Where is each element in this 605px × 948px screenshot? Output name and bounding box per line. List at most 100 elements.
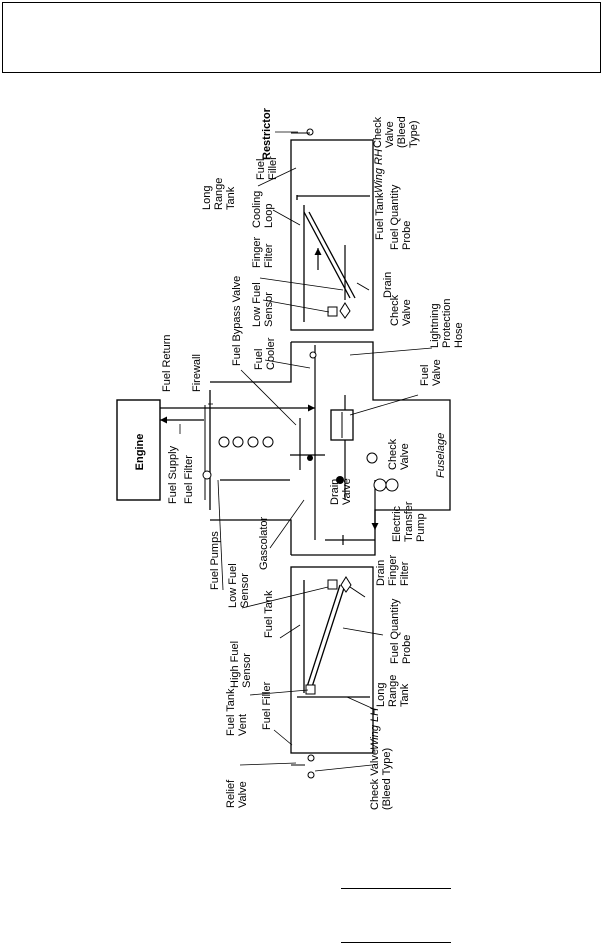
label-fuel-tank-rh: Fuel Tank — [374, 192, 386, 240]
svg-text:Filler: Filler — [267, 156, 279, 180]
wing-lh-title: Wing LH — [369, 708, 381, 750]
svg-text:Fuel: Fuel — [255, 159, 267, 180]
svg-text:Fuel: Fuel — [253, 349, 265, 370]
label-lightning-protection-hose: Lightning Protection Hose — [429, 298, 465, 348]
svg-text:Probe: Probe — [401, 635, 413, 664]
svg-text:Fuel Quantity: Fuel Quantity — [389, 184, 401, 250]
label-drain-rh: Drain — [382, 272, 394, 298]
svg-text:Valve: Valve — [341, 478, 353, 505]
label-high-fuel-sensor: High Fuel Sensor — [229, 641, 253, 688]
label-fuel-filler-rh: Fuel Filler — [255, 156, 279, 180]
label-check-valve-bleed-lh: Check Valve (Bleed Type) — [369, 748, 393, 810]
label-fuel-quantity-probe-rh: Fuel Quantity Probe — [389, 184, 413, 250]
label-check-valve-rh: Check Valve — [389, 294, 413, 326]
engine-label: Engine — [134, 434, 146, 471]
svg-text:Fuel Supply: Fuel Supply — [167, 445, 179, 504]
signature-line-2 — [341, 942, 451, 943]
label-drain-valve: Drain Valve — [329, 478, 353, 505]
label-fuel-filler-lh: Fuel Filler — [261, 681, 273, 730]
svg-text:Transfer: Transfer — [403, 501, 415, 542]
svg-text:Sensor: Sensor — [239, 573, 251, 608]
signature-line-1 — [341, 888, 451, 889]
svg-text:Cooling: Cooling — [251, 191, 263, 228]
engine-box — [116, 399, 161, 501]
svg-text:Fuel Pumps: Fuel Pumps — [209, 531, 221, 590]
svg-text:Check Valve: Check Valve — [369, 749, 381, 810]
wing-rh-title: Wing RH — [373, 149, 385, 193]
header-box — [2, 2, 601, 73]
svg-text:Valve: Valve — [399, 443, 411, 470]
svg-text:(Bleed Type): (Bleed Type) — [381, 748, 393, 810]
label-fuel-return: Fuel Return — [161, 335, 173, 392]
svg-text:Vent: Vent — [237, 714, 249, 736]
svg-text:Tank: Tank — [399, 683, 411, 707]
label-finger-filter-rh: Finger Filter — [251, 236, 275, 268]
svg-text:Pump: Pump — [415, 513, 427, 542]
svg-text:Long: Long — [201, 186, 213, 210]
svg-text:Gascolator: Gascolator — [258, 516, 270, 570]
label-fuel-filter: Fuel Filter — [183, 455, 195, 504]
label-fuel-tank-lh: Fuel Tank — [263, 590, 275, 638]
label-check-valve-bleed-rh: Check Valve (Bleed Type) — [372, 116, 420, 148]
wing-lh — [290, 566, 374, 754]
svg-text:Filter: Filter — [399, 561, 411, 586]
label-fuel-quantity-probe-lh: Fuel Quantity Probe — [389, 598, 413, 664]
label-relief-valve: Relief Valve — [225, 779, 249, 808]
label-firewall: Firewall — [191, 354, 203, 392]
svg-text:Fuel Return: Fuel Return — [161, 335, 173, 392]
label-fuel-valve: Fuel Valve — [419, 359, 443, 386]
svg-text:Fuel Quantity: Fuel Quantity — [389, 598, 401, 664]
label-fuel-tank-vent: Fuel Tank Vent — [225, 688, 249, 736]
svg-text:Fuel Filter: Fuel Filter — [183, 455, 195, 504]
svg-text:Loop: Loop — [263, 204, 275, 228]
svg-text:Low Fuel: Low Fuel — [227, 563, 239, 608]
fuel-lines — [160, 245, 379, 545]
fuselage-outline — [291, 341, 451, 556]
svg-text:Drain: Drain — [375, 560, 387, 586]
svg-text:Filter: Filter — [263, 243, 275, 268]
fuel-pumps — [202, 436, 274, 480]
svg-text:Type): Type) — [408, 120, 420, 148]
svg-text:Finger: Finger — [251, 236, 263, 268]
svg-text:Valve: Valve — [401, 299, 413, 326]
svg-text:Probe: Probe — [401, 221, 413, 250]
svg-text:Fuel Tank: Fuel Tank — [374, 192, 386, 240]
svg-text:Fuel Tank: Fuel Tank — [225, 688, 237, 736]
fuselage-title: Fuselage — [435, 433, 447, 478]
label-low-fuel-sensor-lh: Low Fuel Sensor — [227, 563, 251, 608]
svg-text:Hose: Hose — [453, 322, 465, 348]
sensors — [305, 128, 352, 779]
svg-text:Restrictor: Restrictor — [261, 107, 273, 160]
svg-text:High Fuel: High Fuel — [229, 641, 241, 688]
svg-text:Range: Range — [387, 675, 399, 707]
svg-text:Check: Check — [387, 438, 399, 470]
label-electric-transfer-pump: Electric Transfer Pump — [391, 501, 427, 542]
svg-text:Check: Check — [372, 116, 384, 148]
svg-text:Fuel Tank: Fuel Tank — [263, 590, 275, 638]
svg-text:Valve: Valve — [237, 781, 249, 808]
label-restrictor: Restrictor — [261, 107, 273, 160]
svg-text:Valve: Valve — [384, 121, 396, 148]
svg-text:Drain: Drain — [382, 272, 394, 298]
label-gascolator: Gascolator — [258, 516, 270, 570]
svg-text:Lightning: Lightning — [429, 303, 441, 348]
svg-text:Low Fuel: Low Fuel — [251, 282, 263, 327]
label-fuel-bypass-valve: Fuel Bypass Valve — [231, 276, 243, 366]
label-long-range-tank-lh: Long Range Tank — [375, 675, 411, 707]
svg-text:Fuel: Fuel — [419, 365, 431, 386]
svg-text:Sensor: Sensor — [241, 653, 253, 688]
svg-text:Protection: Protection — [441, 298, 453, 348]
svg-text:Long: Long — [375, 683, 387, 707]
svg-text:Valve: Valve — [431, 359, 443, 386]
svg-text:Sensor: Sensor — [263, 292, 275, 327]
svg-text:Relief: Relief — [225, 779, 237, 808]
electric-transfer-pump — [366, 452, 399, 492]
svg-text:Fuel Filler: Fuel Filler — [261, 681, 273, 730]
leader-lines — [179, 131, 433, 772]
svg-text:(Bleed: (Bleed — [396, 116, 408, 148]
svg-text:Check: Check — [389, 294, 401, 326]
svg-text:Firewall: Firewall — [191, 354, 203, 392]
svg-text:Cooler: Cooler — [265, 337, 277, 370]
label-cooling-loop: Cooling Loop — [251, 191, 275, 228]
